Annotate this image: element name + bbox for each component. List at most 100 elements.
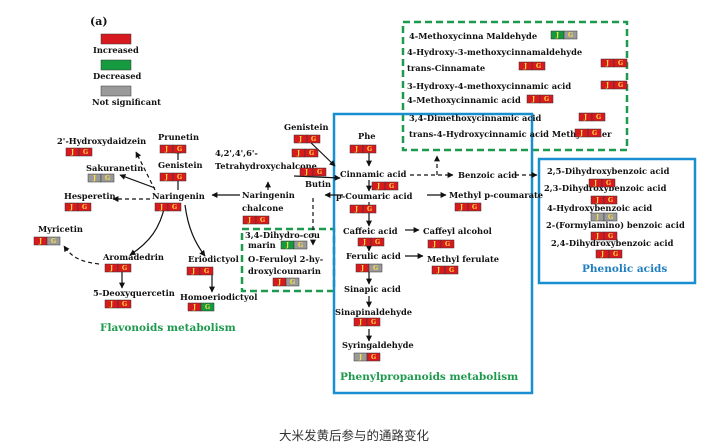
status-cell-letter: J bbox=[69, 204, 73, 211]
status-cell-letter: J bbox=[247, 217, 251, 224]
compound-label: 2,3-Dihydroxybenzoic acid bbox=[544, 183, 667, 194]
status-cell bbox=[304, 148, 319, 158]
status-cell-letter: J bbox=[354, 206, 358, 213]
status-cell-letter: G bbox=[309, 150, 314, 157]
compound-label: Genistein bbox=[284, 122, 329, 132]
status-cell bbox=[591, 112, 606, 122]
status-cell bbox=[608, 249, 623, 259]
status-cell bbox=[563, 30, 578, 40]
compound-label: Caffeyl alcohol bbox=[423, 226, 492, 236]
status-cell-letter: J bbox=[579, 130, 583, 137]
status-cell-letter: J bbox=[70, 149, 74, 156]
status-cell-letter: G bbox=[311, 136, 316, 143]
compound-label: Sinapinaldehyde bbox=[335, 307, 412, 317]
status-cell-letter: G bbox=[544, 96, 549, 103]
compound-label: 2,5-Dihydroxybenzoic acid bbox=[547, 166, 670, 177]
legend-swatch-decreased bbox=[100, 59, 132, 71]
status-cell bbox=[440, 239, 455, 249]
status-cell-letter: G bbox=[608, 197, 613, 204]
status-cell-letter: G bbox=[177, 174, 182, 181]
status-cell bbox=[603, 195, 618, 205]
status-cell bbox=[172, 144, 187, 154]
status-cell-letter: G bbox=[367, 146, 372, 153]
compound-label: Methyl ferulate bbox=[427, 254, 499, 264]
compound-label: 4-Hydroxybenzoic acid bbox=[547, 203, 652, 213]
panel-label: (a) bbox=[90, 15, 108, 28]
compound-label: Naringenin bbox=[152, 191, 205, 201]
status-cell bbox=[306, 134, 321, 144]
status-cell-letter: G bbox=[389, 183, 394, 190]
status-cell-letter: J bbox=[595, 214, 599, 221]
compound-label: p-Coumaric acid bbox=[336, 191, 413, 201]
status-cell-letter: G bbox=[568, 32, 573, 39]
compound-label: 4-Methoxycinnamic acid bbox=[407, 95, 521, 105]
status-cell-letter: J bbox=[298, 136, 302, 143]
status-cell-letter: J bbox=[164, 174, 168, 181]
compound-label: trans-4-Hydroxycinnamic acid Methyl Este… bbox=[409, 129, 612, 139]
status-cell bbox=[117, 299, 132, 309]
status-cell-letter: G bbox=[204, 268, 209, 275]
status-cell bbox=[167, 202, 182, 212]
status-cell-letter: G bbox=[51, 238, 56, 245]
status-cell bbox=[444, 265, 459, 275]
compound-label: Butin bbox=[305, 179, 331, 189]
status-cell-letter: G bbox=[592, 130, 597, 137]
status-cell bbox=[613, 58, 628, 68]
status-cell-letter: G bbox=[373, 265, 378, 272]
status-cell-letter: J bbox=[523, 63, 527, 70]
dashed-arrow bbox=[135, 151, 156, 191]
status-cell-letter: J bbox=[362, 239, 366, 246]
compound-label: Homoeriodictyol bbox=[180, 292, 257, 302]
status-cell bbox=[603, 212, 618, 222]
status-cell bbox=[255, 215, 270, 225]
status-cell bbox=[587, 128, 602, 138]
status-cell-letter: J bbox=[360, 265, 364, 272]
status-cell bbox=[613, 80, 628, 90]
status-cell bbox=[172, 172, 187, 182]
status-cell-letter: J bbox=[277, 279, 281, 286]
status-cell-letter: J bbox=[354, 146, 358, 153]
status-cell-letter: J bbox=[285, 242, 289, 249]
status-cell-letter: J bbox=[436, 267, 440, 274]
legend-swatch-increased bbox=[100, 33, 132, 45]
compound-label: Genistein bbox=[158, 160, 203, 170]
compound-label: Syringaldehyde bbox=[342, 340, 414, 350]
legend-swatch-not-significant bbox=[100, 85, 132, 97]
status-cell bbox=[531, 61, 546, 71]
compound-label: Naringenin bbox=[242, 190, 295, 200]
status-cell-letter: J bbox=[600, 251, 604, 258]
status-cell-letter: G bbox=[608, 214, 613, 221]
status-cell-letter: J bbox=[555, 32, 559, 39]
status-cell bbox=[370, 237, 385, 247]
compound-label: 4,2',4',6'- bbox=[215, 148, 258, 159]
status-cell-letter: G bbox=[613, 251, 618, 258]
status-cell-letter: J bbox=[432, 241, 436, 248]
compound-label: 3,4-Dihydro-cou bbox=[245, 230, 320, 241]
compound-label: 5-Deoxyquercetin bbox=[93, 288, 175, 298]
status-cell-letter: J bbox=[192, 304, 196, 311]
status-cell-letter: J bbox=[595, 197, 599, 204]
status-cell-letter: G bbox=[445, 241, 450, 248]
